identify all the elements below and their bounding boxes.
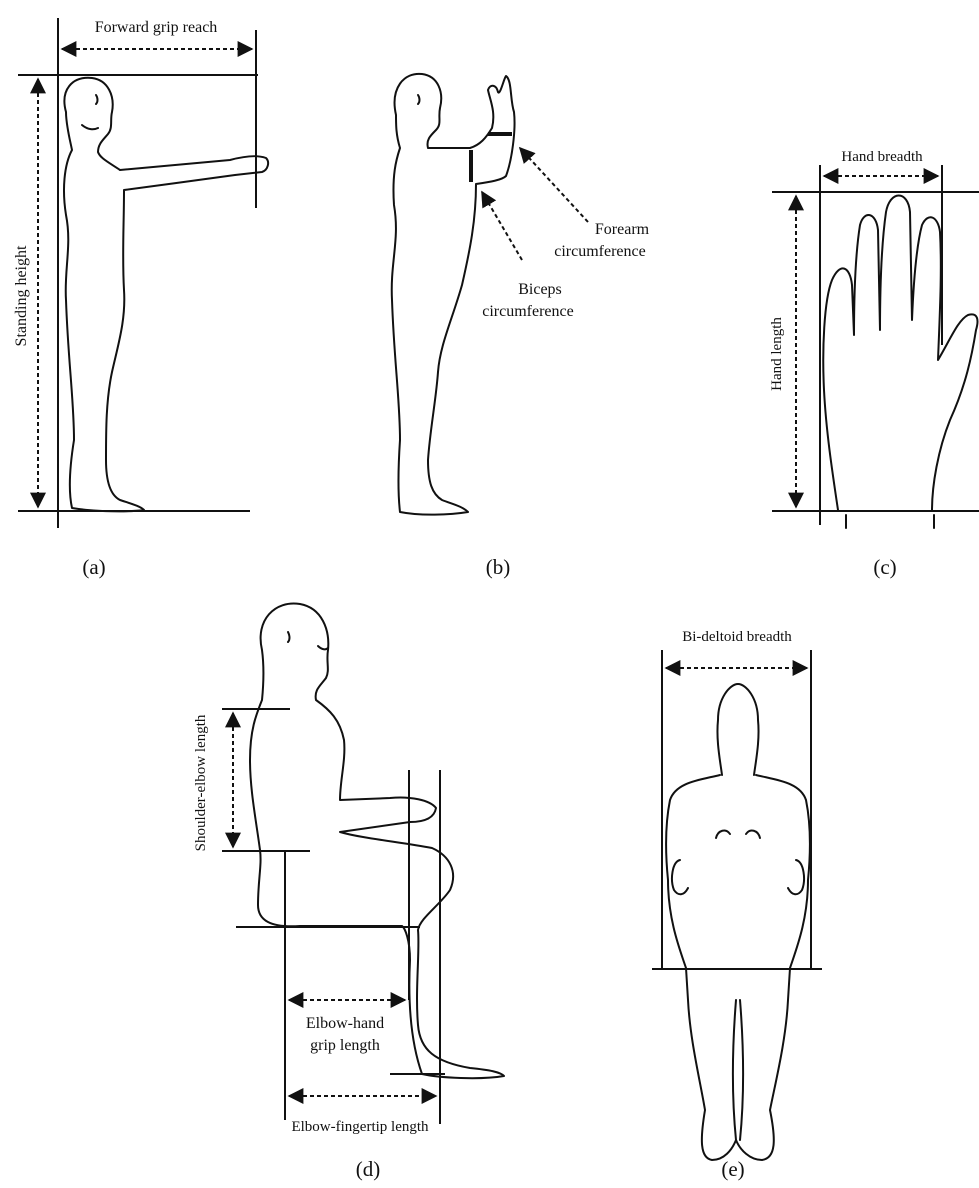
panel-e-caption: (e) (721, 1157, 744, 1181)
panel-d: Shoulder-elbow length Elbow-hand grip le… (193, 603, 504, 1181)
panel-b: Forearm circumference Biceps circumferen… (392, 74, 650, 579)
seated-figure-side (250, 603, 504, 1078)
panel-a: Forward grip reach Standing height (a) (13, 18, 268, 579)
panel-c: Hand breadth Hand length (c) (769, 149, 979, 579)
biceps-label-line1: Biceps (518, 281, 562, 298)
standing-height-label: Standing height (13, 245, 30, 346)
forearm-label-line2: circumference (554, 243, 645, 260)
hand-breadth-label: Hand breadth (841, 149, 923, 165)
panel-c-caption: (c) (873, 555, 896, 579)
standing-figure-arms-raised (392, 74, 515, 515)
elbow-fingertip-length-label: Elbow-fingertip length (291, 1119, 429, 1135)
biceps-pointer-arrow (482, 192, 522, 260)
panel-b-caption: (b) (486, 555, 511, 579)
hand-outline (823, 196, 977, 529)
forward-grip-reach-label: Forward grip reach (95, 19, 218, 36)
panel-a-caption: (a) (82, 555, 105, 579)
shoulder-elbow-length-label: Shoulder-elbow length (193, 714, 209, 851)
seated-figure-front (666, 684, 810, 1160)
panel-d-caption: (d) (356, 1157, 381, 1181)
forearm-label-line1: Forearm (595, 221, 650, 238)
forearm-pointer-arrow (520, 148, 588, 222)
biceps-label-line2: circumference (482, 303, 573, 320)
standing-figure-side (64, 78, 268, 512)
elbow-hand-label-line1: Elbow-hand (306, 1015, 384, 1032)
bi-deltoid-breadth-label: Bi-deltoid breadth (682, 629, 792, 645)
hand-length-label: Hand length (769, 317, 785, 391)
panel-e: Bi-deltoid breadth (e) (652, 629, 822, 1181)
elbow-hand-label-line2: grip length (310, 1037, 380, 1054)
